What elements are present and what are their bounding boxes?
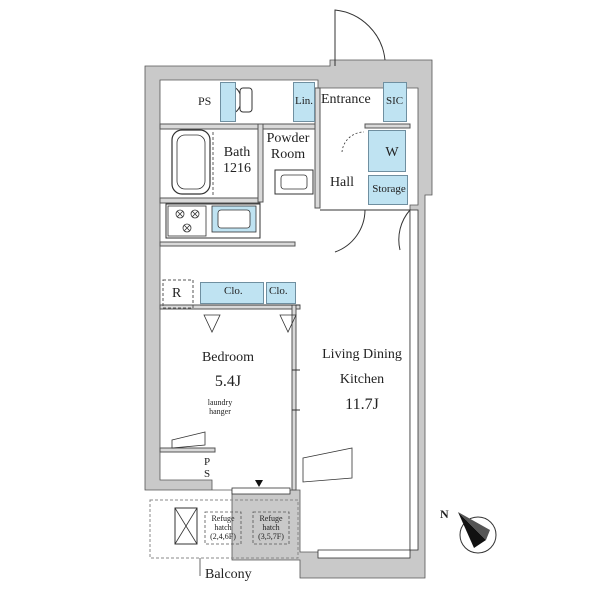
powder-room-label-2: Room: [270, 147, 306, 162]
closet-2-label: Clo.: [269, 285, 288, 297]
sliding-door-marks: [292, 369, 300, 411]
storage-label: Storage: [372, 183, 406, 195]
entrance-door: [334, 9, 386, 66]
ps-top-duct: [220, 82, 236, 122]
ldk-window: [317, 549, 411, 559]
bathtub: [171, 129, 211, 195]
entrance-label: Entrance: [321, 92, 371, 107]
wardrobe-closet: [368, 130, 406, 172]
closet-2: [266, 282, 296, 304]
refrigerator-space: [162, 279, 194, 309]
closet-1-label: Clo.: [224, 285, 243, 297]
bedroom-size-label: 5.4J: [214, 373, 242, 390]
powder-door: [341, 131, 365, 153]
bath-size-label: 1216: [223, 161, 251, 176]
ldk-label-2: Kitchen: [339, 372, 385, 387]
bedroom-label: Bedroom: [201, 350, 255, 365]
refuge-hatch-2-label-2: hatch: [262, 523, 280, 532]
hall-label: Hall: [329, 175, 355, 190]
entry-arrow-icon: [255, 480, 263, 487]
interior-walls: [159, 87, 411, 491]
refuge-hatch-1-box: [204, 511, 242, 545]
refuge-hatch-2-label-3: (3,5,7F): [258, 532, 284, 541]
sic-label: SIC: [386, 95, 404, 107]
ps-top-label: PS: [198, 94, 212, 108]
laundry-hanger-label-2: hanger: [209, 407, 231, 416]
refuge-hatch-1-label-1: Refuge: [211, 514, 235, 523]
toilet-tank: [239, 87, 253, 113]
ldk-door: [302, 447, 353, 483]
balcony-outline: [149, 499, 299, 559]
laundry-hanger-label-1: laundry: [207, 398, 233, 407]
refuge-hatch-2-box: [252, 511, 290, 545]
balcony-door: [231, 487, 291, 495]
ps-bottom-label-p: PS: [201, 456, 213, 483]
ldk-label-1: Living Dining: [322, 347, 402, 362]
linen-closet: [293, 82, 315, 122]
hall-door-right: [365, 209, 412, 251]
right-window: [409, 209, 419, 551]
bedroom-ac: [171, 431, 206, 449]
refuge-hatch-2-label-1: Refuge: [259, 514, 283, 523]
bath-label: Bath: [223, 145, 251, 160]
sic-closet: [383, 82, 407, 122]
wardrobe-label: W: [385, 145, 399, 160]
refuge-hatch-1-label-2: hatch: [214, 523, 232, 532]
powder-room-label-1: Powder: [266, 131, 310, 146]
refuge-hatch-1-label-3: (2,4,6F): [210, 532, 236, 541]
balcony-label: Balcony: [205, 567, 252, 582]
storage-closet: [368, 175, 408, 205]
north-arrow-icon: [458, 512, 497, 554]
stove: [167, 205, 207, 237]
ldk-size-label: 11.7J: [345, 396, 379, 413]
refrigerator-label: R: [172, 286, 182, 301]
linen-label: Lin.: [295, 95, 314, 107]
compass-label: N: [440, 507, 449, 521]
closet-1: [200, 282, 264, 304]
hall-door-left: [320, 209, 366, 253]
ps-bottom-label: PS: [201, 456, 213, 480]
